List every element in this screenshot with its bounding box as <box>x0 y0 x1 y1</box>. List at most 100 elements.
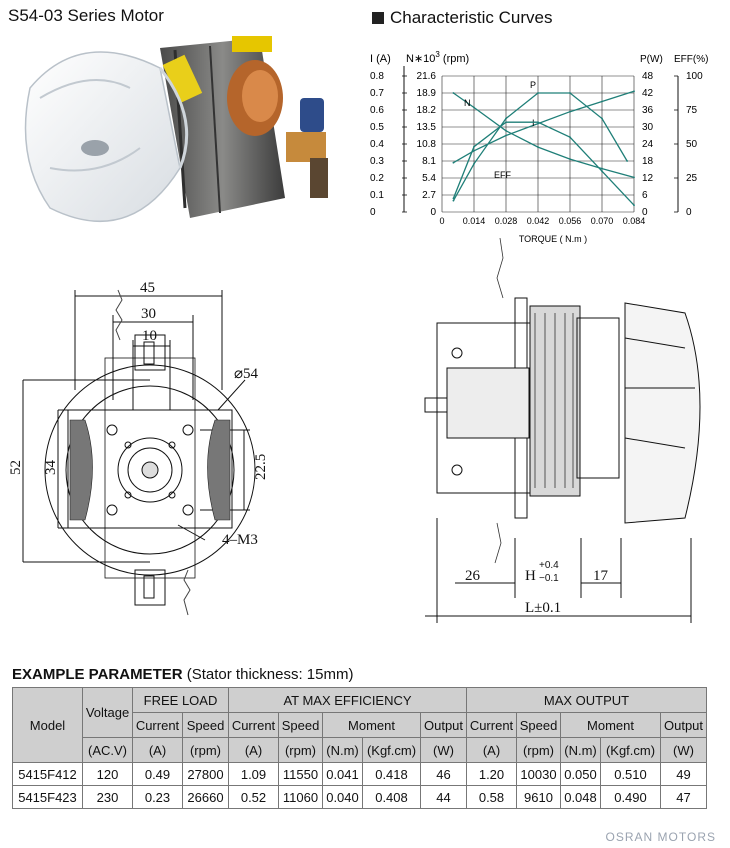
unit-nm: (N.m) <box>322 737 363 763</box>
header-current: Current <box>132 712 183 738</box>
series-point-eff <box>473 145 475 148</box>
series-point-p <box>626 160 629 162</box>
x-tick-label: 0.070 <box>591 216 614 226</box>
series-point-eff <box>569 136 571 139</box>
speed-tick-label: 13.5 <box>417 122 437 133</box>
power-axis-label: P(W) <box>640 54 663 65</box>
power-tick-label: 36 <box>642 105 654 116</box>
cell: 11060 <box>278 785 323 809</box>
footer-brand: OSRAN MOTORS <box>605 830 716 844</box>
header-output: Output <box>420 712 467 738</box>
power-tick-label: 0 <box>642 207 648 218</box>
series-point-i <box>505 134 507 137</box>
unit-a: (A) <box>228 737 279 763</box>
series-point-i <box>537 122 539 125</box>
series-point-eff <box>633 204 635 207</box>
efficiency-tick-label: 75 <box>686 105 698 116</box>
current-tick-label: 0.7 <box>370 88 384 99</box>
efficiency-tick-label: 100 <box>686 71 703 82</box>
power-tick-label: 48 <box>642 71 654 82</box>
series-point-i <box>569 110 571 113</box>
series-point-p <box>537 92 539 94</box>
header-current: Current <box>228 712 279 738</box>
series-point-eff <box>537 121 539 124</box>
header-output: Output <box>660 712 707 738</box>
dim-52: 52 <box>8 460 24 475</box>
series-label-n: N <box>464 98 471 108</box>
dim-22-5: 22.5 <box>253 454 269 480</box>
series-point-eff <box>505 121 507 124</box>
current-tick-label: 0.1 <box>370 190 384 201</box>
cell: 44 <box>420 785 467 809</box>
cell: 11550 <box>278 762 323 786</box>
copper-coils <box>162 36 283 136</box>
current-tick-label: 0.5 <box>370 122 384 133</box>
cell: 0.408 <box>362 785 421 809</box>
cell: 0.510 <box>600 762 661 786</box>
dim-h-tol-upper: +0.4 <box>539 560 559 571</box>
front-view-drawing: 45 30 10 ⌀54 52 34 22.5 4–M3 <box>8 280 269 616</box>
dim-l: L±0.1 <box>525 600 561 616</box>
current-tick-label: 0.3 <box>370 156 384 167</box>
unit-rpm: (rpm) <box>516 737 561 763</box>
stator-note: (Stator thickness: 15mm) <box>186 666 354 683</box>
curves-heading: Characteristic Curves <box>372 8 553 28</box>
table-row: 5415F412 120 0.49 27800 1.09 11550 0.041… <box>12 762 707 786</box>
series-point-n <box>452 92 455 94</box>
cell: 49 <box>660 762 707 786</box>
curves-heading-text: Characteristic Curves <box>390 8 553 27</box>
speed-tick-label: 8.1 <box>422 156 436 167</box>
fan-blades <box>24 51 189 223</box>
cell: 0.050 <box>560 762 601 786</box>
cell-model: 5415F412 <box>12 762 83 786</box>
efficiency-tick-label: 50 <box>686 139 698 150</box>
cell: 26660 <box>182 785 229 809</box>
unit-kgf: (Kgf.cm) <box>600 737 661 763</box>
unit-w: (W) <box>660 737 707 763</box>
unit-nm: (N.m) <box>560 737 601 763</box>
power-tick-label: 42 <box>642 88 654 99</box>
efficiency-tick-label: 25 <box>686 173 698 184</box>
series-label-p: P <box>530 80 536 90</box>
series-point-i <box>601 100 603 103</box>
x-axis-label: TORQUE ( N.m ) <box>519 234 587 244</box>
current-tick-label: 0 <box>370 207 376 218</box>
speed-tick-label: 21.6 <box>417 71 437 82</box>
series-point-p <box>505 117 507 120</box>
parameter-heading: EXAMPLE PARAMETER (Stator thickness: 15m… <box>12 666 353 683</box>
header-speed: Speed <box>182 712 229 738</box>
dim-4m3: 4–M3 <box>222 532 258 548</box>
cell: 120 <box>82 762 133 786</box>
x-tick-label: 0.042 <box>527 216 550 226</box>
cell: 1.20 <box>466 762 517 786</box>
header-current: Current <box>466 712 517 738</box>
header-moment: Moment <box>322 712 421 738</box>
speed-tick-label: 0 <box>430 207 436 218</box>
dim-26: 26 <box>465 568 481 584</box>
cell: 10030 <box>516 762 561 786</box>
current-axis-label: I (A) <box>370 53 391 65</box>
power-tick-label: 18 <box>642 156 654 167</box>
dim-h: H <box>525 568 536 584</box>
header-speed: Speed <box>516 712 561 738</box>
header-max-efficiency: AT MAX EFFICIENCY <box>228 687 467 713</box>
speed-tick-label: 18.2 <box>417 105 437 116</box>
x-tick-label: 0.084 <box>623 216 646 226</box>
series-point-i <box>452 161 455 164</box>
series-point-i <box>633 90 635 93</box>
cell: 0.58 <box>466 785 517 809</box>
parameter-heading-text: EXAMPLE PARAMETER <box>12 666 183 683</box>
cell: 46 <box>420 762 467 786</box>
series-point-p <box>569 92 571 94</box>
cell-model: 5415F423 <box>12 785 83 809</box>
dim-h-tol-lower: −0.1 <box>539 573 559 584</box>
series-point-n <box>505 129 507 132</box>
cell: 0.040 <box>322 785 363 809</box>
square-bullet-icon <box>372 12 384 24</box>
cell: 0.418 <box>362 762 421 786</box>
series-point-n <box>473 106 475 109</box>
dim-34: 34 <box>43 460 59 476</box>
motor-photo <box>24 36 328 223</box>
cell: 230 <box>82 785 133 809</box>
x-tick-label: 0.014 <box>463 216 486 226</box>
